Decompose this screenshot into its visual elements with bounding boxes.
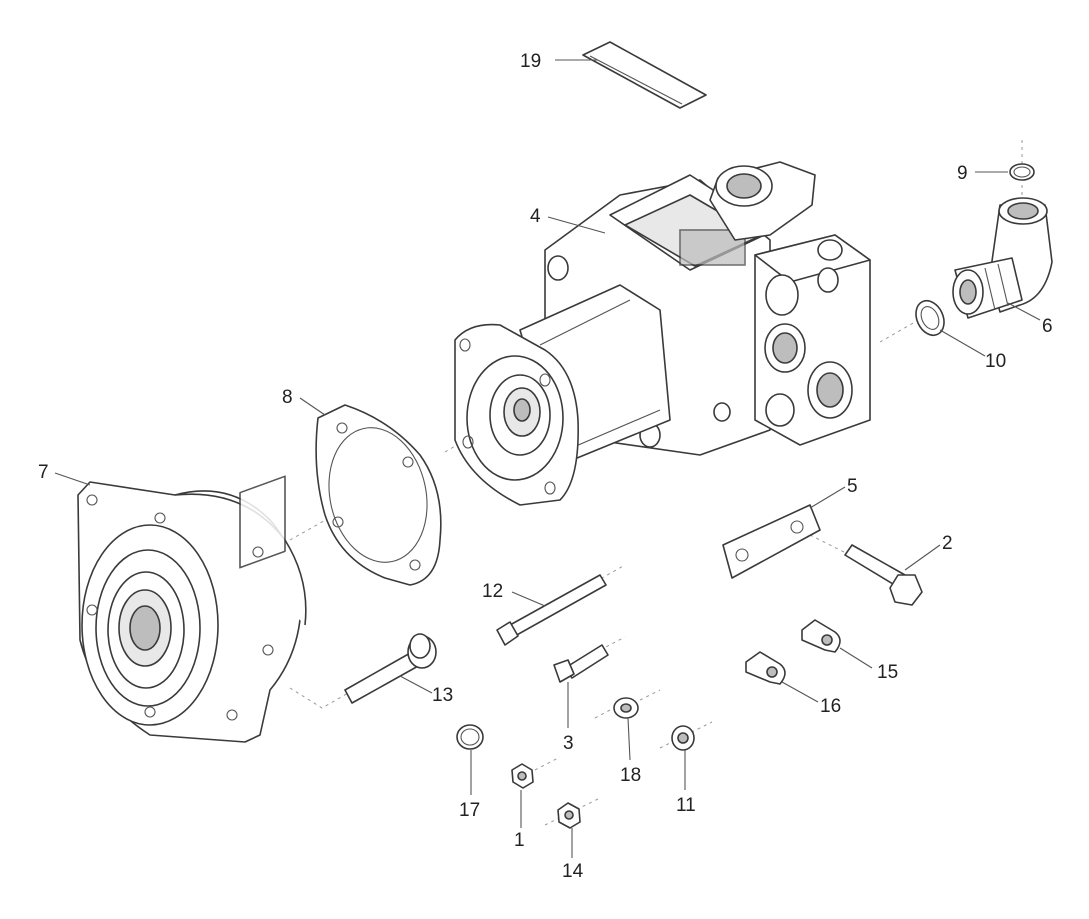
leader-lines	[54, 59, 1041, 858]
callout-13: 13	[432, 685, 453, 706]
part-14-nut	[557, 802, 581, 829]
callout-10: 10	[985, 351, 1006, 372]
part-19-label-plate	[582, 41, 707, 109]
callout-4: 4	[530, 206, 541, 227]
part-13-bolt	[344, 633, 437, 704]
callout-14: 14	[562, 861, 584, 882]
callout-6: 6	[1042, 316, 1053, 337]
part-18-washer	[613, 697, 639, 719]
callout-9: 9	[957, 163, 968, 184]
part-7-adapter-housing	[77, 475, 307, 743]
part-4-pump-body	[454, 161, 871, 506]
callout-12: 12	[482, 581, 503, 602]
callout-16: 16	[820, 696, 841, 717]
callout-5: 5	[847, 476, 858, 497]
callout-labels: 19 9 4 6 10 8 7 5 2 12 13 15 16 3 18 11 …	[38, 51, 1053, 882]
callout-19: 19	[520, 51, 541, 72]
part-15-clip	[801, 619, 841, 653]
part-11-washer	[671, 725, 695, 751]
callout-17: 17	[459, 800, 480, 821]
callout-7: 7	[38, 462, 49, 483]
callout-15: 15	[877, 662, 898, 683]
callout-1: 1	[514, 830, 525, 851]
callout-18: 18	[620, 765, 641, 786]
part-6-elbow-fitting	[952, 197, 1053, 319]
callout-11: 11	[676, 795, 696, 816]
part-2-bolt	[844, 544, 923, 606]
part-12-long-bolt	[496, 574, 607, 646]
part-3-bolt	[553, 644, 609, 683]
part-9-o-ring	[1009, 163, 1035, 181]
part-10-sealing-ring	[915, 299, 945, 337]
callout-3: 3	[563, 733, 574, 754]
part-8-gasket	[315, 404, 442, 586]
part-1-nut	[511, 763, 534, 789]
part-17-o-ring	[456, 724, 484, 750]
part-16-clip	[745, 651, 786, 685]
callout-2: 2	[942, 533, 953, 554]
part-5-bracket-plate	[722, 504, 821, 579]
callout-8: 8	[282, 387, 293, 408]
